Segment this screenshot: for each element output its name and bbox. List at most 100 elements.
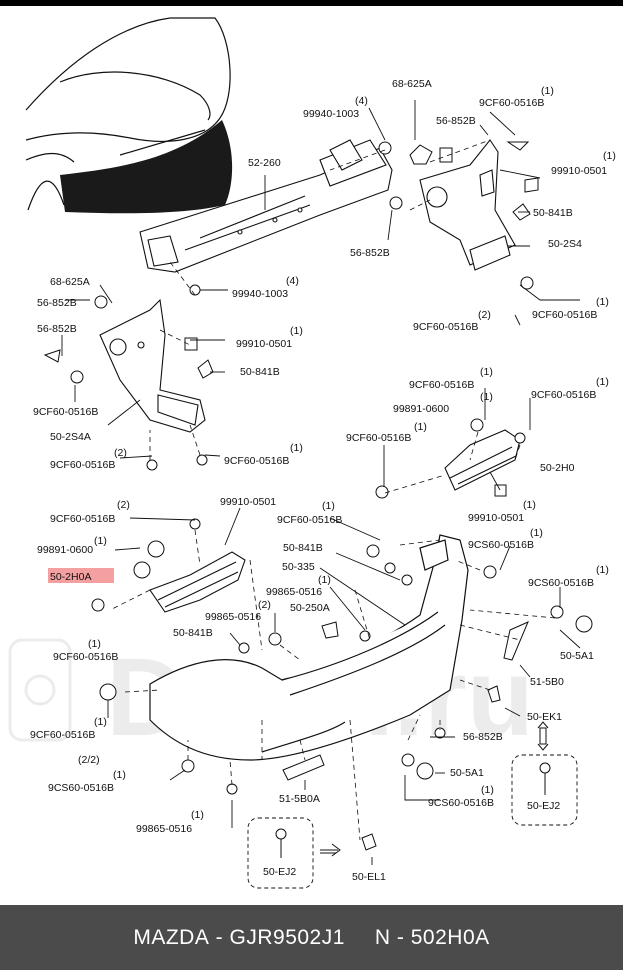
callout-label: 50-EL1 bbox=[352, 871, 386, 883]
part-info-footer: MAZDA - GJR9502J1 N - 502H0A bbox=[0, 905, 623, 970]
callout-label: 99910-0501 bbox=[551, 165, 607, 177]
callout-label: (1) bbox=[480, 391, 493, 403]
callout-label: (1) bbox=[530, 527, 543, 539]
callout-label: 50-5A1 bbox=[450, 767, 484, 779]
callout-label: 9CF60-0516B bbox=[531, 389, 596, 401]
callout-label: 99940-1003 bbox=[303, 108, 359, 120]
callout-label: 50-841B bbox=[283, 542, 323, 554]
parts-diagram: Drom.ru bbox=[8, 17, 616, 889]
bumper-cover bbox=[149, 534, 469, 761]
callout-label: 56-852B bbox=[463, 731, 503, 743]
callout-label: (1) bbox=[113, 769, 126, 781]
callout-label: 99891-0600 bbox=[393, 403, 449, 415]
callout-label: (1) bbox=[88, 638, 101, 650]
callout-label: (4) bbox=[355, 95, 368, 107]
car-body-illustration bbox=[25, 17, 231, 211]
arrow-right-icon bbox=[320, 843, 341, 857]
top-border bbox=[0, 0, 623, 6]
callout-label: 56-852B bbox=[350, 247, 390, 259]
callout-label: 9CF60-0516B bbox=[346, 432, 411, 444]
callout-label: 9CF60-0516B bbox=[409, 379, 474, 391]
callout-label: 9CF60-0516B bbox=[277, 514, 342, 526]
callout-labels: 68-625A (4) 99940-1003 (1) 9CF60-0516B 5… bbox=[30, 78, 616, 883]
detail-box-ej2-right bbox=[511, 754, 578, 826]
callout-label: 99910-0501 bbox=[468, 512, 524, 524]
callout-label: 99865-0516 bbox=[136, 823, 192, 835]
separator: - bbox=[209, 925, 230, 949]
watermark-logo-icon bbox=[8, 638, 72, 742]
callout-label: 9CF60-0516B bbox=[53, 651, 118, 663]
callout-label: 50-EJ2 bbox=[263, 866, 296, 878]
callout-label: (1) bbox=[480, 366, 493, 378]
callout-label: 68-625A bbox=[50, 276, 90, 288]
callout-label: (1) bbox=[290, 442, 303, 454]
side-bracket-upper bbox=[444, 429, 521, 491]
callout-label: 9CF60-0516B bbox=[33, 406, 98, 418]
callout-label: (1) bbox=[318, 574, 331, 586]
callout-label: 9CF60-0516B bbox=[30, 729, 95, 741]
callout-label: (1) bbox=[541, 85, 554, 97]
callout-label: (2) bbox=[117, 499, 130, 511]
ring-terminal-icon bbox=[275, 762, 551, 858]
callout-label: 50-EK1 bbox=[527, 711, 562, 723]
callout-label: 50-EJ2 bbox=[527, 800, 560, 812]
callout-label: (2) bbox=[258, 599, 271, 611]
callout-label: 68-625A bbox=[392, 78, 432, 90]
callout-label: 9CF60-0516B bbox=[224, 455, 289, 467]
callout-label: 50-2H0 bbox=[540, 462, 575, 474]
bumper-shade bbox=[60, 120, 233, 214]
callout-label: 99910-0501 bbox=[220, 496, 276, 508]
callout-label: 51-5B0A bbox=[279, 793, 320, 805]
callout-label: 99910-0501 bbox=[236, 338, 292, 350]
callout-label: 50-335 bbox=[282, 561, 315, 573]
callout-label: (1) bbox=[596, 296, 609, 308]
callout-label: 50-2H0A bbox=[50, 571, 91, 583]
callout-label: (2) bbox=[114, 447, 127, 459]
callout-label: (2/2) bbox=[78, 754, 100, 766]
callout-label: 99891-0600 bbox=[37, 544, 93, 556]
callout-label: 50-841B bbox=[173, 627, 213, 639]
callout-label: (1) bbox=[523, 499, 536, 511]
bracket-right bbox=[419, 139, 516, 271]
callout-label: 52-260 bbox=[248, 157, 281, 169]
callout-label: (1) bbox=[191, 809, 204, 821]
brand-name: MAZDA bbox=[133, 925, 210, 949]
callout-label: 9CF60-0516B bbox=[532, 309, 597, 321]
callout-label: 9CS60-0516B bbox=[528, 577, 594, 589]
callout-label: (1) bbox=[603, 150, 616, 162]
callout-label: 50-250A bbox=[290, 602, 330, 614]
callout-label: 56-852B bbox=[37, 297, 77, 309]
arrow-updown-icon bbox=[537, 721, 549, 751]
callout-label: (1) bbox=[94, 535, 107, 547]
callout-label: 50-2S4A bbox=[50, 431, 91, 443]
callout-label: 99865-0516 bbox=[266, 586, 322, 598]
callout-label: (1) bbox=[596, 564, 609, 576]
assembly-lines bbox=[109, 139, 556, 841]
callout-label: (1) bbox=[322, 500, 335, 512]
bracket-left bbox=[99, 298, 206, 433]
callout-label: 50-841B bbox=[240, 366, 280, 378]
diagram-reference: N - 502H0A bbox=[374, 925, 490, 949]
callout-label: (2) bbox=[478, 309, 491, 321]
callout-label: 9CS60-0516B bbox=[428, 797, 494, 809]
callout-label: 56-852B bbox=[37, 323, 77, 335]
callout-label: 50-5A1 bbox=[560, 650, 594, 662]
reinforcement-bar bbox=[139, 139, 393, 273]
leader-lines bbox=[61, 100, 581, 865]
callout-label: (1) bbox=[94, 716, 107, 728]
part-number: GJR9502J1 bbox=[229, 925, 345, 949]
callout-label: (1) bbox=[481, 784, 494, 796]
highlight-box bbox=[48, 568, 114, 583]
small-parts bbox=[43, 141, 593, 851]
callout-label: 9CS60-0516B bbox=[468, 539, 534, 551]
callout-label: 50-2S4 bbox=[548, 238, 582, 250]
callout-label: 99940-1003 bbox=[232, 288, 288, 300]
callout-label: 99865-0516 bbox=[205, 611, 261, 623]
callout-label: (1) bbox=[290, 325, 303, 337]
callout-label: 9CF60-0516B bbox=[50, 513, 115, 525]
callout-label: (1) bbox=[596, 376, 609, 388]
callout-label: 50-841B bbox=[533, 207, 573, 219]
side-bracket-lower bbox=[149, 551, 246, 613]
callout-label: (1) bbox=[414, 421, 427, 433]
callout-label: 9CF60-0516B bbox=[50, 459, 115, 471]
